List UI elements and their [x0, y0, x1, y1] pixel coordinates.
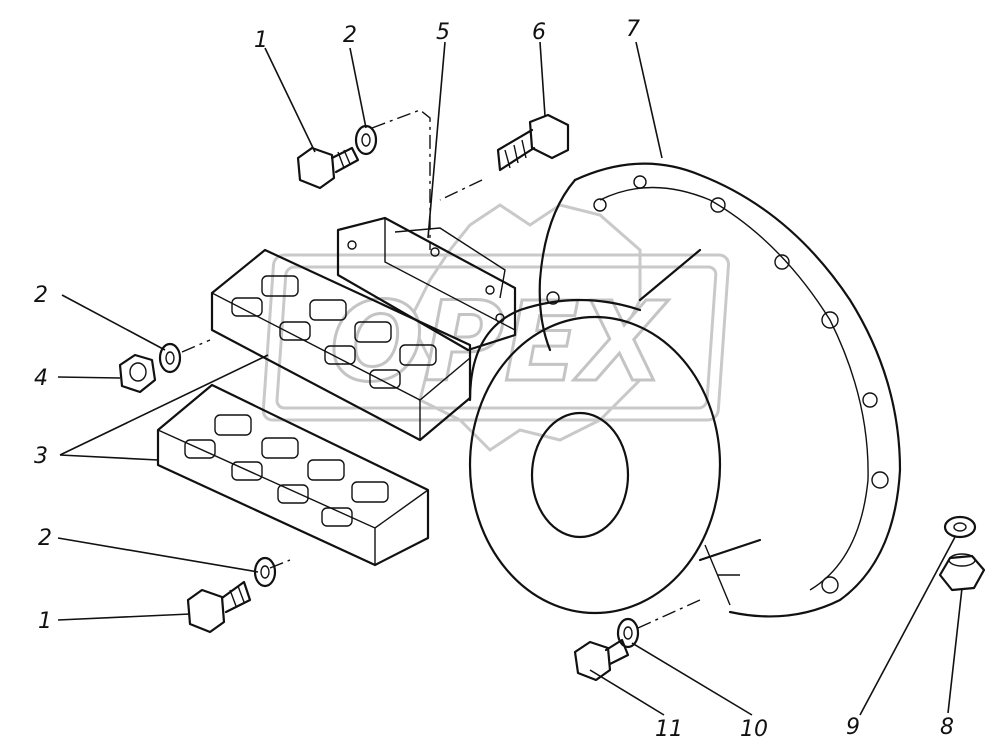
housing: [468, 162, 902, 618]
washer-small: [616, 617, 640, 649]
assembly-axes: [181, 109, 701, 629]
washer-top: [354, 124, 378, 156]
bolt-top: [296, 146, 360, 190]
callout-washer-right: 9: [846, 715, 860, 740]
nut-left: [118, 353, 157, 394]
washer-right: [943, 515, 977, 539]
washer-left: [158, 342, 182, 374]
callout-bracket: 5: [436, 20, 450, 45]
pad-upper: [210, 248, 472, 442]
leader-lines: [57, 41, 963, 716]
pad-lower: [156, 383, 430, 567]
callout-bolt-right: 6: [532, 20, 546, 45]
callout-labels: 1 2 5 6 7 2 4 3 2 1 11 10 9 8: [34, 17, 954, 742]
callout-washer-bottom: 2: [38, 526, 52, 551]
bolt-bottom: [186, 580, 252, 634]
callout-bolt-top: 1: [254, 28, 268, 53]
watermark: OPEX: [261, 203, 730, 452]
callout-pads: 3: [34, 444, 48, 469]
bolt-small: [573, 638, 630, 682]
callout-nut-left: 4: [34, 366, 48, 391]
callout-bolt-bottom: 1: [38, 609, 52, 634]
bolt-right: [496, 113, 570, 172]
callout-bolt-small: 11: [655, 717, 683, 742]
nut-right: [938, 553, 986, 592]
bracket: [336, 216, 517, 352]
callout-washer-small: 10: [740, 717, 768, 742]
callout-nut-right: 8: [940, 715, 954, 740]
callout-washer-top: 2: [343, 23, 357, 48]
callout-housing: 7: [626, 17, 640, 42]
callout-washer-left: 2: [34, 283, 48, 308]
